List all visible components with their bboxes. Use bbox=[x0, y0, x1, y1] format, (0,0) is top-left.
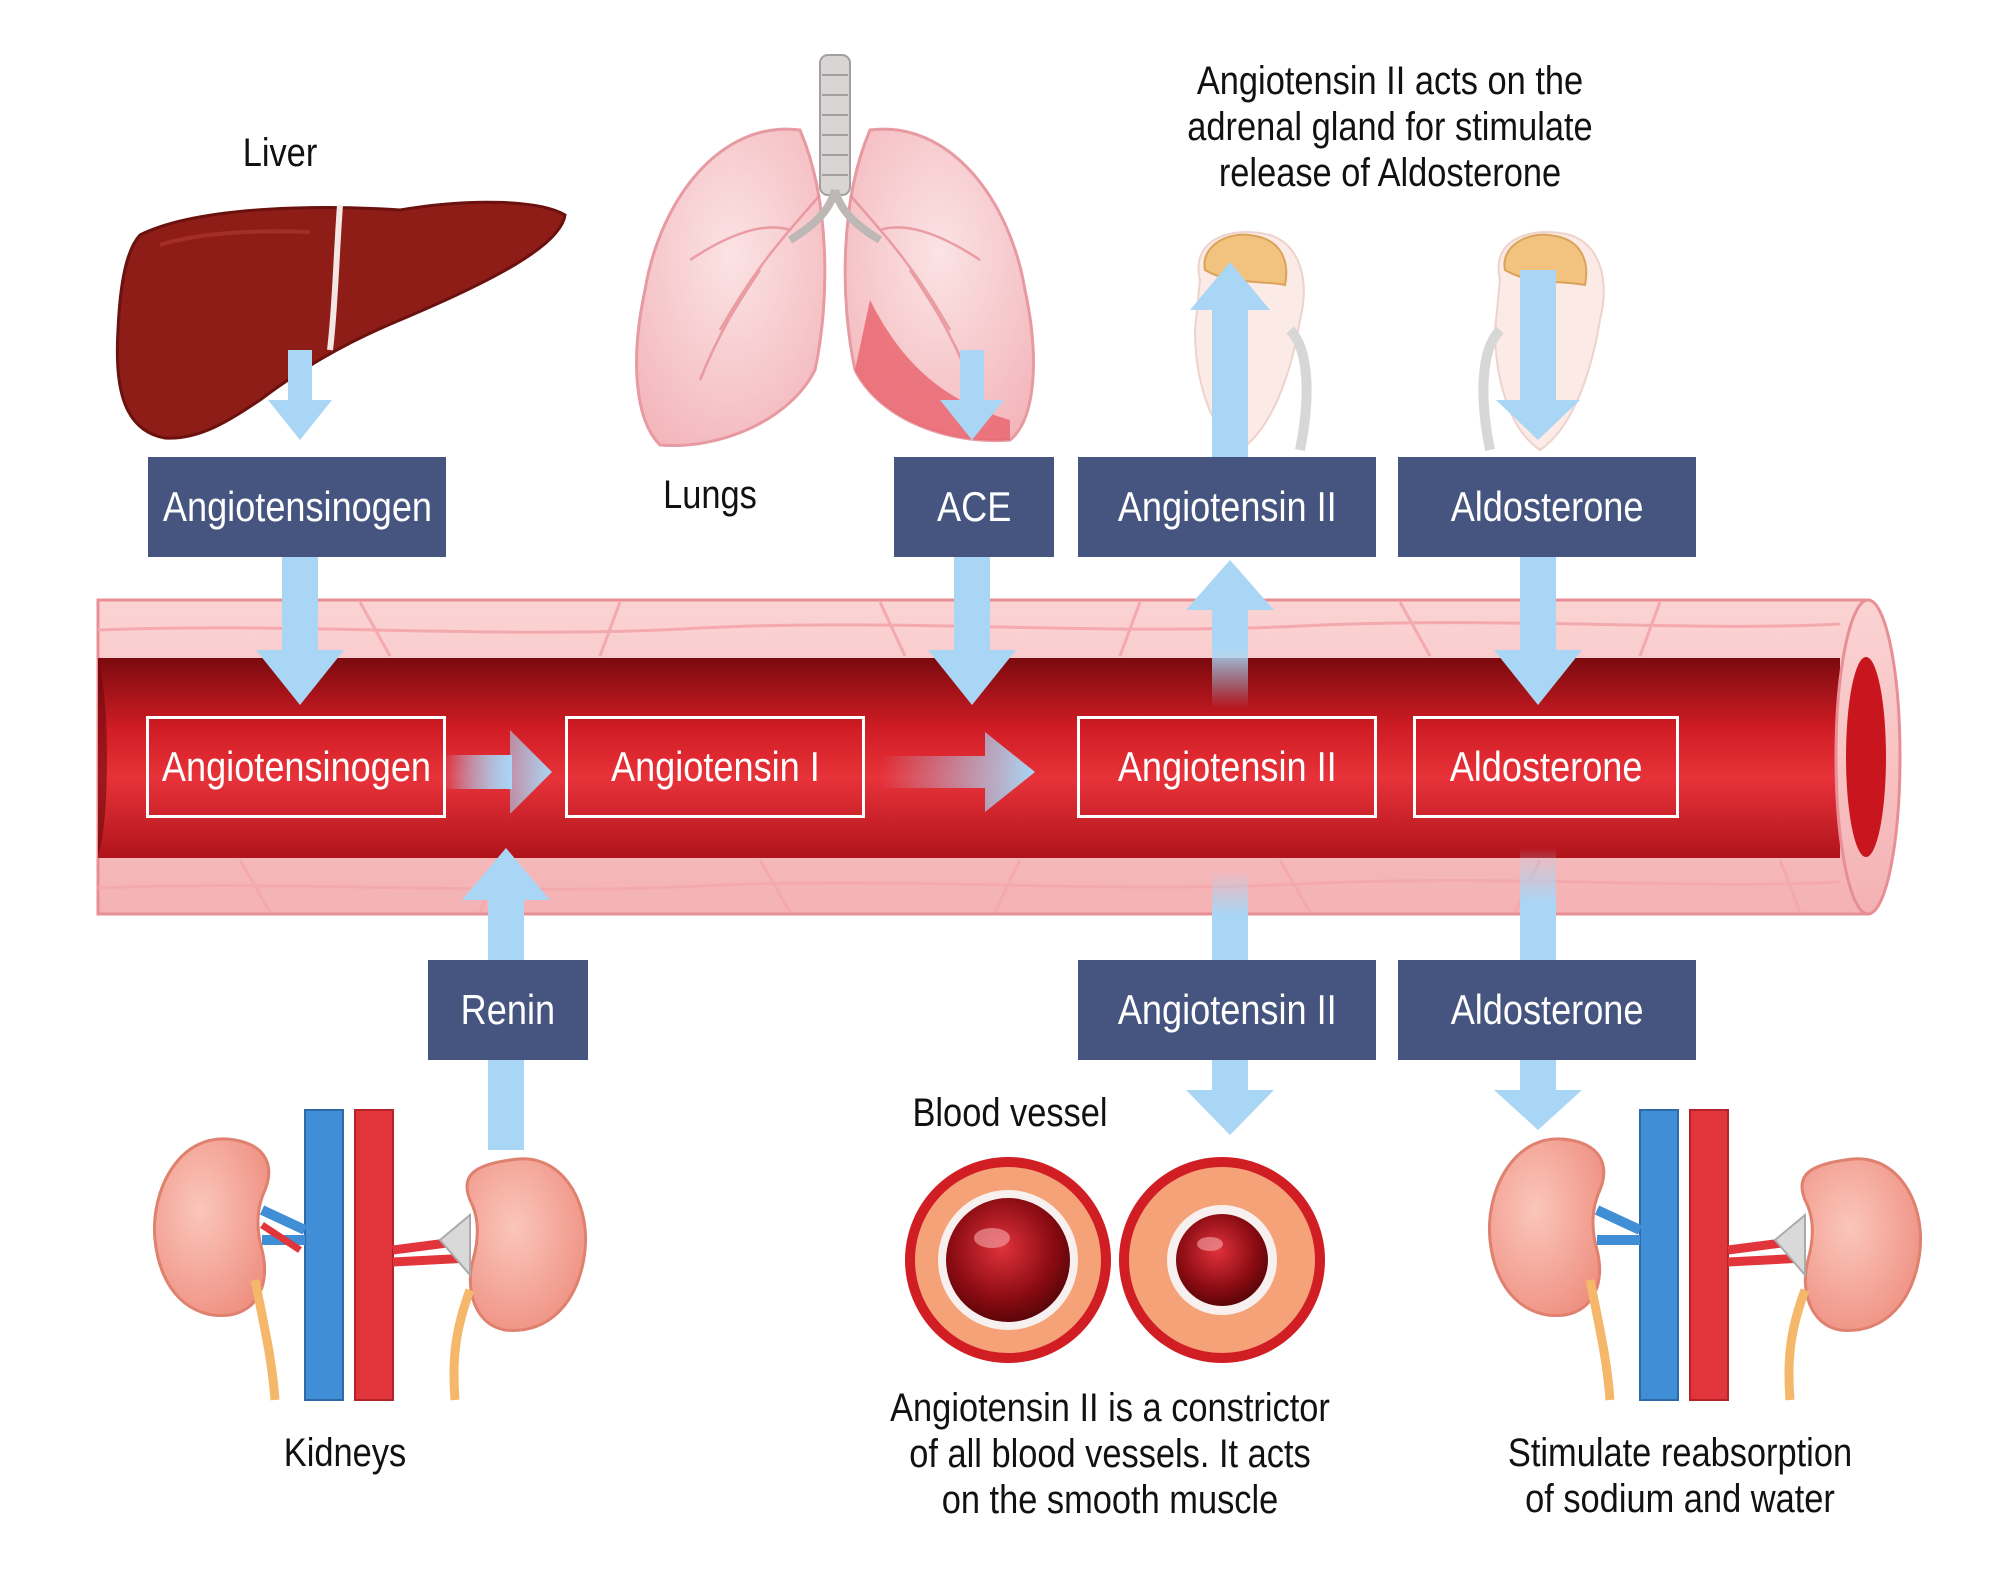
top-box-ace-text: ACE bbox=[936, 483, 1012, 530]
blood-vessel-label: Blood vessel bbox=[912, 1091, 1108, 1135]
constrictor-note: Angiotensin II is a constrictor of all b… bbox=[826, 1385, 1394, 1523]
top-box-ace: ACE bbox=[894, 457, 1054, 557]
top-box-angiotensin-ii: Angiotensin II bbox=[1078, 457, 1376, 557]
vessel-box-aldosterone: Aldosterone bbox=[1413, 716, 1679, 818]
vessel-cross-section-dilated bbox=[905, 1157, 1111, 1363]
lungs-illustration bbox=[635, 54, 1035, 448]
reabsorption-note-line-1: Stimulate reabsorption bbox=[1507, 1431, 1853, 1475]
bottom-box-angiotensin-ii-text: Angiotensin II bbox=[1117, 986, 1337, 1033]
vessel-box-aldosterone-text: Aldosterone bbox=[1449, 743, 1643, 790]
kidneys-left-illustration bbox=[152, 1109, 588, 1401]
vessel-box-angiotensinogen: Angiotensinogen bbox=[146, 716, 446, 818]
liver-illustration bbox=[115, 200, 567, 440]
bottom-box-renin: Renin bbox=[428, 960, 588, 1060]
top-box-angiotensinogen: Angiotensinogen bbox=[148, 457, 446, 557]
vessel-box-angiotensin-ii-text: Angiotensin II bbox=[1117, 743, 1337, 790]
top-box-angiotensinogen-text: Angiotensinogen bbox=[162, 483, 432, 530]
vessel-box-angiotensin-ii: Angiotensin II bbox=[1077, 716, 1377, 818]
adrenal-note-line-3: release of Aldosterone bbox=[1218, 151, 1562, 195]
reabsorption-note: Stimulate reabsorption of sodium and wat… bbox=[1439, 1430, 1921, 1522]
vessel-box-angiotensinogen-text: Angiotensinogen bbox=[161, 743, 431, 790]
reabsorption-note-line-2: of sodium and water bbox=[1525, 1477, 1835, 1521]
lungs-label: Lungs bbox=[663, 473, 757, 517]
bottom-box-aldosterone: Aldosterone bbox=[1398, 960, 1696, 1060]
bottom-box-angiotensin-ii: Angiotensin II bbox=[1078, 960, 1376, 1060]
top-box-aldosterone-text: Aldosterone bbox=[1450, 483, 1644, 530]
adrenal-note-line-1: Angiotensin II acts on the bbox=[1196, 59, 1584, 103]
bottom-box-renin-text: Renin bbox=[460, 986, 556, 1033]
kidneys-right-illustration bbox=[1487, 1109, 1923, 1401]
constrictor-note-line-3: on the smooth muscle bbox=[941, 1478, 1279, 1522]
top-box-aldosterone: Aldosterone bbox=[1398, 457, 1696, 557]
adrenal-gland-left bbox=[1193, 231, 1312, 452]
top-box-angiotensin-ii-text: Angiotensin II bbox=[1117, 483, 1337, 530]
adrenal-note: Angiotensin II acts on the adrenal gland… bbox=[1106, 58, 1674, 196]
vessel-box-angiotensin-i-text: Angiotensin I bbox=[610, 743, 820, 790]
constrictor-note-line-1: Angiotensin II is a constrictor bbox=[890, 1386, 1330, 1430]
kidneys-label: Kidneys bbox=[283, 1431, 407, 1475]
adrenal-note-line-2: adrenal gland for stimulate bbox=[1187, 105, 1593, 149]
vessel-cross-section-constricted bbox=[1119, 1157, 1325, 1363]
vessel-box-angiotensin-i: Angiotensin I bbox=[565, 716, 865, 818]
liver-label: Liver bbox=[242, 131, 318, 175]
bottom-box-aldosterone-text: Aldosterone bbox=[1450, 986, 1644, 1033]
constrictor-note-line-2: of all blood vessels. It acts bbox=[909, 1432, 1311, 1476]
